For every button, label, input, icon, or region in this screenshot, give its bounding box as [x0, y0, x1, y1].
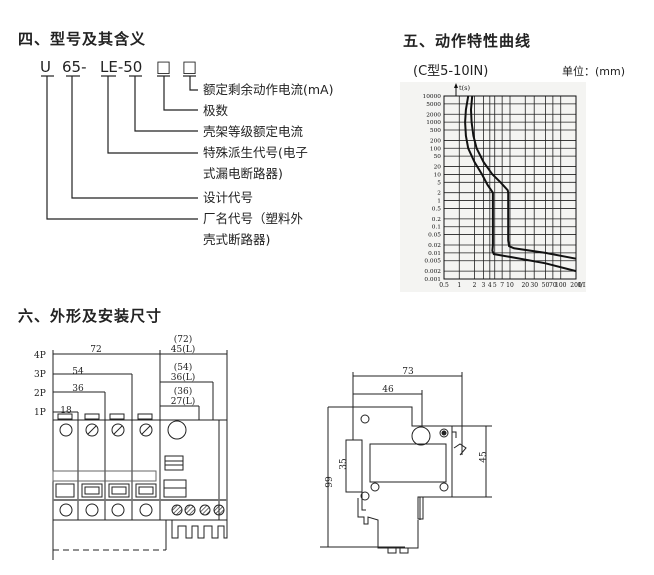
- y-tick-label: 5: [437, 180, 441, 186]
- pole-label-1p: 1P: [34, 408, 46, 418]
- y-tick-label: 5000: [426, 102, 441, 108]
- x-tick-label: 200: [570, 282, 582, 289]
- curve-upper-bound: [469, 95, 577, 260]
- x-tick-label: 1: [457, 282, 461, 289]
- y-tick-label: 0.005: [424, 259, 441, 265]
- pole-label-2p: 2P: [34, 389, 46, 399]
- model-code-leader-lines: [41, 75, 198, 220]
- curve-lower-bound: [464, 95, 577, 273]
- width-1p: 18: [60, 406, 72, 416]
- side-height-front: 45: [479, 451, 489, 463]
- side-width-partial: 46: [382, 385, 394, 395]
- y-tick-label: 0.001: [424, 277, 441, 283]
- x-tick-label: 7: [500, 282, 504, 289]
- y-tick-label: 500: [430, 128, 441, 134]
- curve-type-subtitle: (C型5-10IN): [413, 64, 489, 79]
- section4-title: 四、型号及其含义: [18, 30, 147, 48]
- leak-total-4p: (72): [174, 334, 192, 345]
- chart-frame: [443, 95, 577, 280]
- side-width-total: 73: [402, 367, 414, 377]
- x-tick-label: 3: [482, 282, 486, 289]
- leak-module-4p: 45(L): [171, 344, 195, 355]
- y-tick-label: 2000: [426, 112, 441, 118]
- section6-title: 六、外形及安装尺寸: [18, 307, 163, 325]
- meaning-rated-residual-current: 额定剩余动作电流(mA): [203, 82, 334, 97]
- pole-label-3p: 3P: [34, 370, 46, 380]
- y-tick-label: 0.01: [428, 251, 441, 257]
- y-tick-label: 1: [437, 199, 441, 205]
- leak-module-2p: 27(L): [171, 396, 195, 407]
- leak-total-2p: (36): [174, 386, 192, 397]
- x-tick-label: 30: [530, 282, 538, 289]
- side-height-rail: 35: [339, 458, 349, 470]
- unit-label: 单位：(mm): [562, 65, 626, 78]
- y-tick-label: 200: [430, 138, 441, 144]
- meaning-special-code: 特殊派生代号(电子: [203, 145, 308, 160]
- meaning-design-code: 设计代号: [203, 190, 254, 205]
- y-axis-arrowhead: [454, 83, 458, 88]
- meaning-special-code-cont: 式漏电断路器): [203, 166, 283, 181]
- x-tick-label: 0.5: [439, 282, 449, 289]
- model-code-box-current: □: [182, 57, 198, 76]
- width-3p: 54: [72, 367, 84, 377]
- leak-module-3p: 36(L): [171, 372, 195, 383]
- model-code-u: U: [40, 58, 51, 76]
- y-tick-label: 2: [437, 191, 441, 197]
- model-code-box-poles: □: [156, 57, 172, 76]
- x-tick-label: 2: [473, 282, 477, 289]
- model-code-65: 65-: [62, 58, 87, 76]
- meaning-manufacturer-code-cont: 壳式断路器): [203, 232, 271, 247]
- x-tick-label: 50: [542, 282, 550, 289]
- y-tick-label: 0.05: [428, 233, 441, 239]
- y-tick-label: 50: [434, 154, 442, 160]
- side-height-total: 99: [325, 476, 335, 488]
- side-view-drawing: 73 46 99 35 45: [320, 367, 492, 554]
- pole-label-4p: 4P: [34, 351, 46, 361]
- y-tick-label: 0.002: [424, 269, 441, 275]
- meaning-frame-rated-current: 壳架等级额定电流: [203, 124, 304, 139]
- y-tick-label: 20: [434, 165, 442, 171]
- x-tick-label: 5: [493, 282, 497, 289]
- y-tick-label: 10000: [423, 94, 442, 100]
- y-tick-label: 0.5: [432, 206, 442, 212]
- x-tick-label: 20: [521, 282, 529, 289]
- width-2p: 36: [72, 384, 84, 394]
- leak-total-3p: (54): [174, 362, 192, 373]
- y-tick-label: 1000: [426, 120, 441, 126]
- meaning-poles: 极数: [203, 103, 229, 118]
- y-axis-label: t(s): [459, 84, 470, 92]
- front-view-drawing: 4P 3P 2P 1P 72 54 36 18 (72) 45(L) (54) …: [34, 334, 228, 560]
- y-tick-label: 0.2: [432, 217, 442, 223]
- x-tick-label: 10: [506, 282, 514, 289]
- model-code-le50: LE-50: [100, 58, 143, 76]
- meaning-manufacturer-code: 厂名代号（塑料外: [203, 211, 304, 226]
- y-tick-label: 100: [430, 146, 441, 152]
- x-tick-label: 70: [549, 282, 557, 289]
- x-tick-label: 4: [488, 282, 492, 289]
- x-tick-label: 100: [555, 282, 567, 289]
- y-tick-label: 0.02: [428, 243, 441, 249]
- width-4p: 72: [90, 345, 101, 355]
- trip-curve-chart: 100005000200010005002001005020105210.50.…: [400, 82, 586, 292]
- y-tick-label: 0.1: [432, 225, 441, 231]
- y-tick-label: 10: [434, 172, 442, 178]
- section5-title: 五、动作特性曲线: [403, 32, 532, 50]
- x-axis-label: I/IR: [578, 281, 586, 289]
